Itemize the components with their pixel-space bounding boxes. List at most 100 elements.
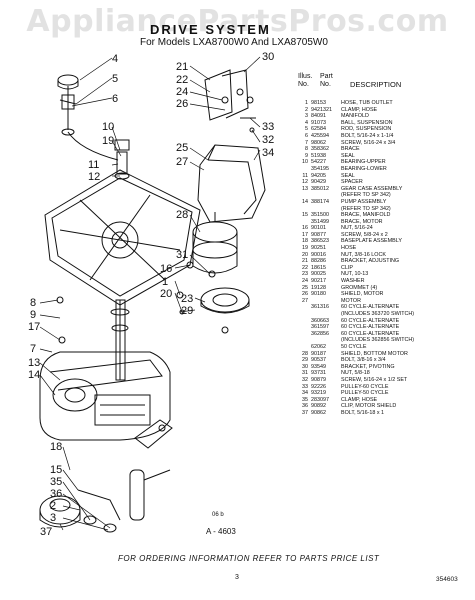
part-description: MANIFOLD (341, 113, 369, 120)
part-description: 60 CYCLE-ALTERNATE (341, 324, 400, 331)
part-description: HOSE (341, 245, 357, 252)
callout-23: 23 (181, 293, 193, 305)
part-description: 50 CYCLE (341, 343, 367, 350)
part-description: ROD, SUSPENSION (341, 126, 392, 133)
illus-number: 8 (305, 146, 308, 153)
part-description: BOLT, 5/16-24 x 1-1/4 (341, 132, 394, 139)
callout-30: 30 (262, 51, 274, 63)
part-number: 425594 (311, 132, 329, 139)
part-number: 90537 (311, 357, 326, 364)
part-description: BRACE, MANIFOLD (341, 212, 391, 219)
watermark: AppliancePartsPros.com (26, 4, 449, 39)
callout-18: 18 (50, 441, 62, 453)
callout-16: 16 (160, 263, 172, 275)
spin-shaft (110, 299, 130, 381)
part-description: SCREW, 5/16-24 x 1/2 SET (341, 376, 408, 383)
pivoting-bracket (204, 69, 249, 121)
illus-number: 34 (302, 390, 308, 397)
callout-9: 9 (30, 309, 36, 321)
part-number: 386523 (311, 238, 329, 245)
illus-number: 27 (302, 297, 308, 304)
part-description: NUT, 3/8-16 LOCK (341, 251, 386, 258)
part-number: 90429 (311, 179, 326, 186)
header-illus-no: Illus. No. (298, 73, 313, 88)
part-number: 361316 (311, 304, 329, 311)
part-number: 93219 (311, 390, 326, 397)
callout-4: 4 (112, 53, 118, 65)
part-description: BEARING-UPPER (341, 159, 386, 166)
illus-number: 23 (302, 271, 308, 278)
diagram-title: DRIVE SYSTEM (150, 22, 271, 37)
callout-37: 37 (40, 526, 52, 538)
part-number: 18615 (311, 264, 326, 271)
part-number: 354195 (311, 165, 329, 172)
illus-number (296, 219, 311, 226)
part-description: BRACKET, PIVOTING (341, 363, 395, 370)
part-description: BALL, SUSPENSION (341, 119, 393, 126)
part-description: GEAR CASE ASSEMBLY (341, 185, 403, 192)
suspension-rod (57, 74, 79, 136)
part-number: 90016 (311, 251, 326, 258)
illus-number: 7 (305, 139, 308, 146)
callout-7: 7 (30, 343, 36, 355)
part-number: 90251 (311, 245, 326, 252)
baseplate (44, 169, 201, 306)
part-number: 90187 (311, 350, 326, 357)
illus-number: 31 (302, 370, 308, 377)
part-number: 385012 (311, 185, 329, 192)
part-description: CLAMP, HOSE (341, 396, 378, 403)
part-description: CLAMP, HOSE (341, 106, 378, 113)
part-description: BRACKET, ADJUSTING (341, 258, 400, 265)
part-number: 19128 (311, 284, 326, 291)
part-number: 361597 (311, 324, 329, 331)
part-number: 98153 (311, 100, 326, 106)
part-number: 51938 (311, 152, 326, 159)
gear-case (39, 351, 171, 441)
illus-number (296, 311, 311, 318)
part-number: 388174 (311, 198, 329, 205)
illus-number (296, 324, 311, 331)
part-number (311, 192, 341, 199)
part-number: 88286 (311, 258, 326, 265)
illus-number: 24 (302, 278, 308, 285)
figure-number: A - 4603 (206, 527, 236, 536)
part-number: 90101 (311, 225, 326, 232)
callout-12: 12 (88, 171, 100, 183)
part-description: (INCLUDES 363720 SWITCH) (341, 311, 415, 317)
illus-number: 19 (302, 245, 308, 252)
callout-31: 31 (176, 249, 188, 261)
illus-number: 36 (302, 403, 308, 410)
part-description: BASEPLATE ASSEMBLY (341, 238, 402, 245)
callout-24: 24 (176, 86, 188, 98)
part-number: 283097 (311, 396, 329, 403)
part-description: SCREW, 5/8-24 x 2 (341, 231, 388, 238)
part-description: (REFER TO SP 342) (341, 205, 391, 212)
part-description: BEARING-LOWER (341, 165, 387, 172)
illus-number (296, 192, 311, 199)
illus-number: 9 (305, 152, 308, 159)
part-description: BRACE (341, 146, 360, 153)
illus-number: 12 (302, 179, 308, 186)
illus-number: 3 (305, 113, 308, 120)
illus-number: 28 (302, 350, 308, 357)
